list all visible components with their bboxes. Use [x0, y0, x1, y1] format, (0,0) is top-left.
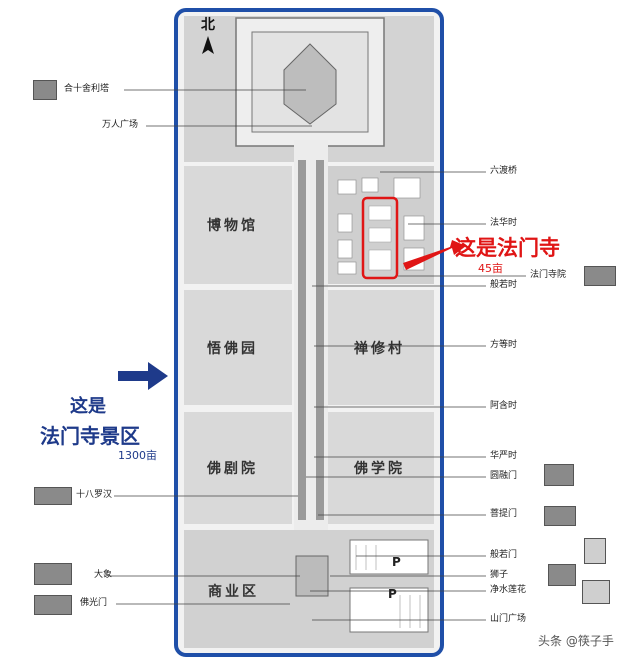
temple-callout-arrow — [403, 240, 466, 270]
zone-buddhist-academy: 佛学院 — [354, 461, 405, 477]
axis-tree-row-right — [316, 160, 324, 520]
zone-enlightenment-garden: 悟佛园 — [207, 341, 258, 357]
temple-highlight-box — [361, 196, 399, 280]
label-right-4: 方等时 — [490, 340, 518, 350]
scenic-callout-area: 1300亩 — [118, 449, 157, 462]
museum-zone — [184, 166, 292, 284]
elephant-thumbnail — [34, 563, 72, 585]
parking-icon: P — [388, 587, 397, 601]
compass-label: 北 — [201, 17, 215, 33]
label-right-8: 菩提门 — [490, 509, 518, 519]
lion-thumbnail — [548, 564, 576, 586]
label-right-7: 圆融门 — [490, 471, 518, 481]
parking-icon: P — [392, 555, 401, 569]
label-elephant: 大象 — [94, 570, 113, 580]
axis-tree-row-left — [298, 160, 306, 520]
temple-callout-name: 法门寺 — [497, 236, 560, 260]
stupa-building — [283, 43, 337, 125]
temple-callout-title: 这是法门寺 — [455, 232, 560, 262]
temple-buildings — [337, 177, 425, 275]
label-right-5: 阿含时 — [490, 401, 518, 411]
zone-museum: 博物馆 — [207, 218, 258, 234]
label-right-11: 净水莲花 — [490, 585, 527, 595]
parking-lot-north — [349, 539, 429, 575]
watermark: 头条 @筷子手 — [538, 634, 614, 648]
yuanrong-gate-thumbnail — [544, 464, 574, 486]
label-plaza: 万人广场 — [102, 120, 139, 130]
zone-meditation-village: 禅修村 — [354, 341, 405, 357]
scenic-callout-line1: 这是 — [70, 396, 106, 417]
parking-lot-south — [349, 587, 429, 633]
label-eighteen-arhats: 十八罗汉 — [76, 490, 113, 500]
buddhist-drama-zone — [184, 412, 292, 524]
temple-callout-area: 45亩 — [478, 262, 503, 275]
label-stupa: 合十舍利塔 — [64, 84, 110, 94]
label-buddha-light-gate: 佛光门 — [80, 598, 108, 608]
gate-thumbnail — [34, 595, 72, 615]
scenic-callout-arrow — [118, 362, 168, 390]
temple-callout-prefix: 这是 — [455, 236, 497, 260]
arhats-thumbnail — [34, 487, 72, 505]
label-right-9: 般若门 — [490, 550, 518, 560]
temple-thumbnail — [584, 266, 616, 286]
label-right-3: 般若时 — [490, 280, 518, 290]
zone-commercial: 商业区 — [208, 584, 259, 600]
north-arrow-icon — [202, 36, 214, 54]
stupa-thumbnail — [33, 80, 57, 100]
label-right-6: 华严时 — [490, 451, 518, 461]
label-right-1: 法华时 — [490, 218, 518, 228]
buddhist-academy-zone — [328, 412, 434, 524]
bodhi-gate-thumbnail — [544, 506, 576, 526]
zone-buddhist-drama: 佛剧院 — [207, 461, 258, 477]
lotus-thumbnail — [582, 580, 610, 604]
meditation-village-zone — [328, 290, 434, 405]
label-right-0: 六渡桥 — [490, 166, 518, 176]
label-right-10: 狮子 — [490, 570, 509, 580]
enlightenment-garden-zone — [184, 290, 292, 405]
scenic-callout-line2: 法门寺景区 — [40, 424, 140, 448]
main-gate-building — [295, 555, 329, 597]
label-right-2: 法门寺院 — [530, 270, 567, 280]
prajna-gate-thumbnail — [584, 538, 606, 564]
label-right-12: 山门广场 — [490, 614, 527, 624]
